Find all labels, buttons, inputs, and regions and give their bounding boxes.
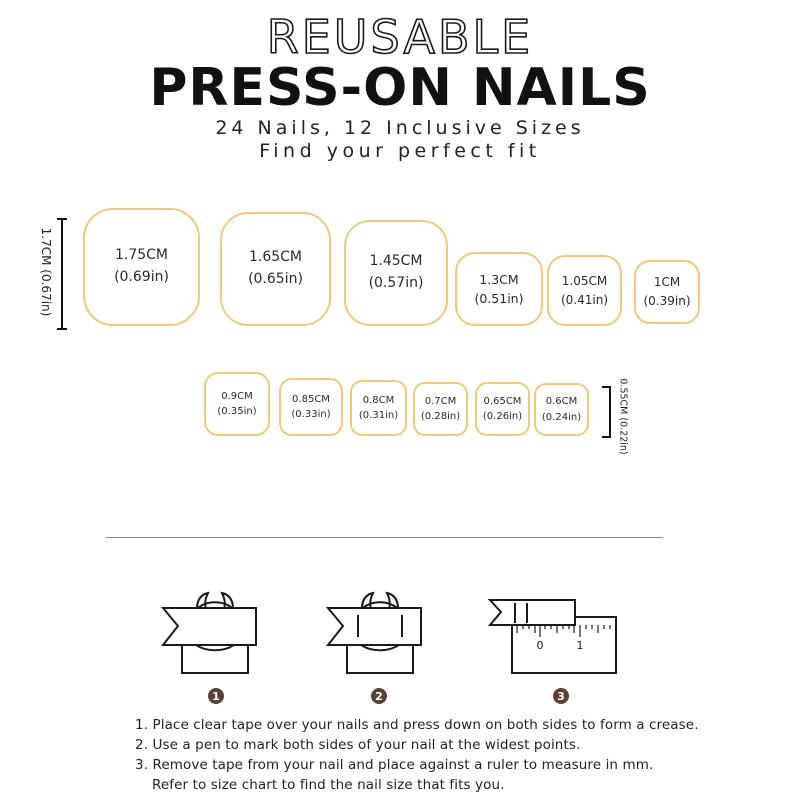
instruction-note: Refer to size chart to find the nail siz… — [152, 777, 505, 793]
nail-size-12: 0.6CM (0.24in) — [534, 383, 589, 436]
tape-on-ruler-icon: 0 1 — [487, 599, 617, 674]
nail-size-inch: (0.33in) — [291, 409, 331, 420]
nail-size-cm: 0.8CM — [362, 394, 395, 406]
nail-size-cm: 0.85CM — [292, 393, 330, 405]
section-divider — [106, 537, 663, 538]
nail-size-inch: (0.31in) — [358, 410, 399, 421]
nail-size-inch: (0.57in) — [368, 275, 424, 291]
nail-size-cm: 0.7CM — [424, 395, 457, 407]
nail-size-cm: 0.6CM — [545, 396, 578, 407]
step-badge-1: 1 — [208, 688, 224, 704]
nail-size-inch: (0.35in) — [217, 406, 257, 417]
nail-size-cm: 1.3CM — [479, 271, 519, 287]
nail-size-11: 0.65CM (0.26in) — [475, 382, 530, 436]
nail-size-4: 1.3CM (0.51in) — [455, 252, 543, 326]
height-bar-bottom-cap — [57, 328, 67, 330]
ruler-label-0: 0 — [537, 639, 544, 652]
nail-size-6: 1CM (0.39in) — [634, 260, 700, 324]
nail-size-cm: 1.45CM — [369, 253, 423, 270]
nail-size-cm: 1.65CM — [248, 249, 303, 266]
nail-size-9: 0.8CM (0.31in) — [350, 380, 407, 436]
nail-size-cm: 1.05CM — [561, 273, 608, 288]
nail-size-1: 1.75CM (0.69in) — [83, 208, 200, 326]
step-badge-3: 3 — [553, 688, 569, 704]
nail-size-inch: (0.51in) — [474, 291, 524, 306]
nail-size-5: 1.05CM (0.41in) — [547, 255, 622, 326]
nail-size-7: 0.9CM (0.35in) — [204, 372, 270, 436]
nail-size-2: 1.65CM (0.65in) — [220, 212, 331, 326]
small-height-bar-bottom-cap — [602, 436, 611, 438]
small-height-label: 0.55CM (0.22in) — [617, 378, 629, 455]
nail-size-cm: 1CM — [653, 275, 681, 290]
marked-tape-on-finger-icon — [325, 591, 422, 674]
nail-size-cm: 0.9CM — [221, 390, 253, 402]
ruler-label-1: 1 — [577, 639, 584, 652]
nail-size-8: 0.85CM (0.33in) — [279, 378, 343, 436]
nail-size-inch: (0.65in) — [248, 271, 303, 287]
nail-size-inch: (0.39in) — [643, 294, 691, 308]
subtitle-find-fit: Find your perfect fit — [259, 140, 541, 162]
title-reusable: REUSABLE — [266, 9, 534, 65]
instruction-step-2: 2. Use a pen to mark both sides of your … — [135, 737, 581, 753]
step-badge-2: 2 — [371, 688, 387, 704]
nail-size-inch: (0.24in) — [541, 411, 582, 423]
small-height-bar-top-cap — [602, 386, 611, 388]
instruction-step-3: 3. Remove tape from your nail and place … — [135, 757, 654, 773]
nail-size-10: 0.7CM (0.28in) — [413, 382, 468, 436]
nail-size-cm: 0.65CM — [483, 395, 522, 407]
nail-size-inch: (0.41in) — [560, 292, 609, 307]
nail-size-cm: 1.75CM — [114, 247, 169, 264]
large-height-label: 1.7CM (0.67in) — [39, 227, 53, 317]
instruction-step-1: 1. Place clear tape over your nails and … — [135, 717, 699, 733]
title-press-on-nails: PRESS-ON NAILS — [149, 58, 651, 118]
nail-size-inch: (0.69in) — [114, 269, 169, 285]
nail-size-3: 1.45CM (0.57in) — [344, 220, 448, 326]
nail-size-inch: (0.26in) — [482, 411, 523, 422]
nail-size-inch: (0.28in) — [420, 411, 461, 422]
subtitle-nail-count: 24 Nails, 12 Inclusive Sizes — [215, 117, 585, 139]
height-bar — [61, 218, 63, 330]
small-height-bar — [609, 386, 611, 438]
tape-on-finger-icon — [160, 591, 257, 674]
